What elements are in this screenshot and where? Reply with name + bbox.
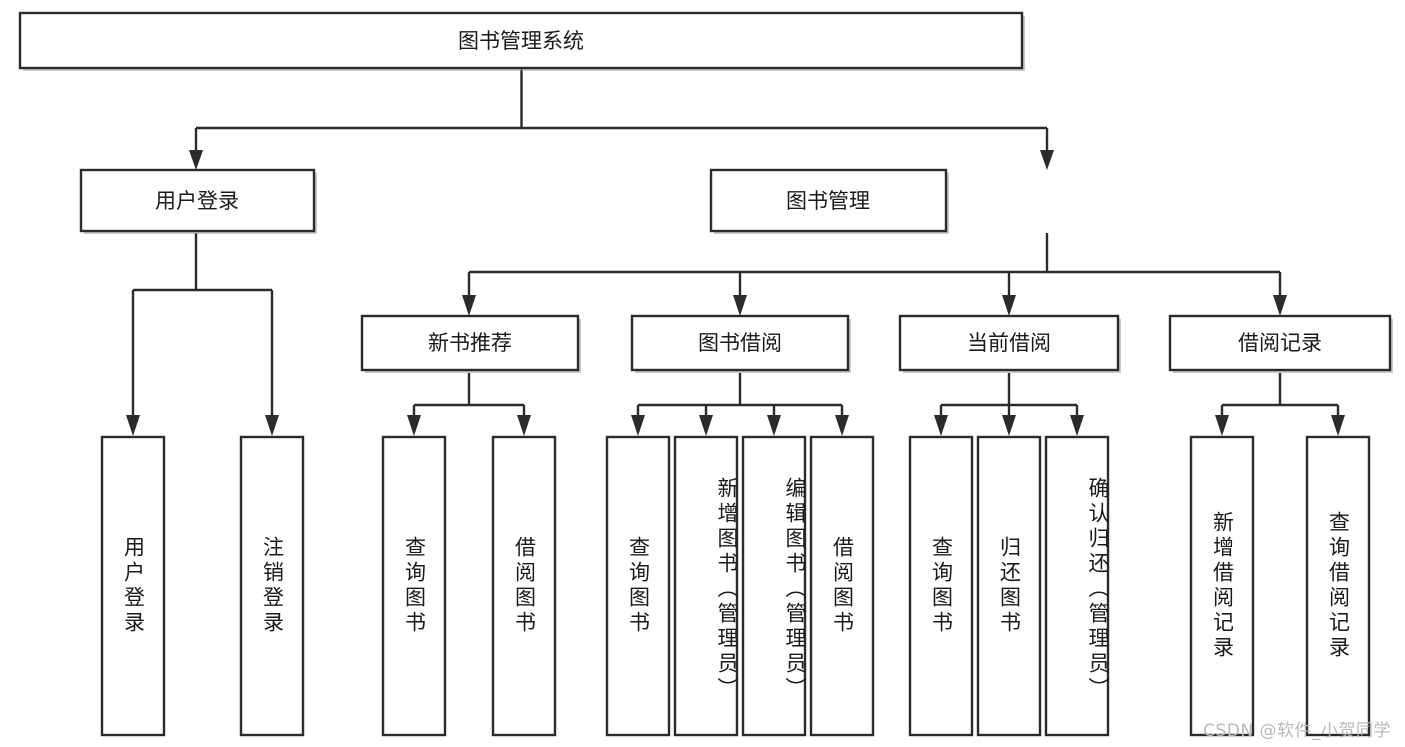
arrow-new-book-rec — [462, 295, 476, 316]
current-borrow-box[interactable] — [898, 314, 1120, 372]
leaf-borrow-lend-box[interactable] — [809, 435, 875, 737]
arrow-leaf-rec-borrow — [517, 415, 531, 436]
node-book-manage[interactable]: 图书管理 — [709, 168, 949, 234]
connectors-root-to-level2 — [189, 69, 1054, 170]
leaf-cur-query-box[interactable] — [908, 435, 974, 737]
root-label: 图书管理系统 — [458, 29, 584, 53]
arrow-leaf-user-login — [126, 415, 140, 436]
borrow-record-label: 借阅记录 — [1238, 331, 1322, 355]
arrow-book-manage — [1040, 150, 1054, 170]
arrow-book-borrow — [733, 295, 747, 316]
leaf-cur-confirm-box[interactable] — [1044, 435, 1110, 737]
new-book-rec-label: 新书推荐 — [428, 331, 512, 355]
arrow-leaf-rec-query — [407, 415, 421, 436]
arrow-leaf-borrow-edit — [767, 415, 781, 436]
arrow-leaf-borrow-add — [699, 415, 713, 436]
node-user-login[interactable]: 用户登录 — [79, 168, 317, 234]
leaf-borrow-add-box[interactable] — [673, 435, 739, 737]
arrow-borrow-record — [1273, 295, 1287, 316]
connectors-user-login-to-leaves — [126, 233, 279, 436]
node-root[interactable]: 图书管理系统 — [18, 11, 1025, 71]
node-borrow-record[interactable]: 借阅记录 — [1168, 314, 1393, 373]
current-borrow-label: 当前借阅 — [967, 331, 1051, 355]
borrow-record-box[interactable] — [1168, 314, 1392, 372]
arrow-leaf-borrow-lend — [835, 415, 849, 436]
connectors-borrowrecord-to-leaves — [1215, 373, 1345, 436]
arrow-current-borrow — [1002, 295, 1016, 316]
arrow-leaf-cur-return — [1002, 415, 1016, 436]
connectors-newbook-to-leaves — [407, 373, 531, 436]
arrow-user-login — [189, 150, 203, 170]
leaf-rec-add-box[interactable] — [1189, 435, 1255, 737]
arrow-leaf-rec-query2 — [1331, 415, 1345, 436]
arrow-leaf-cur-confirm — [1070, 415, 1084, 436]
book-borrow-box[interactable] — [630, 314, 850, 372]
node-book-borrow[interactable]: 图书借阅 — [630, 314, 851, 373]
leaf-rec-query-box[interactable] — [381, 435, 447, 737]
book-manage-box[interactable] — [709, 168, 948, 233]
arrow-leaf-user-logout — [265, 415, 279, 436]
leaf-boxes — [100, 435, 1371, 737]
root-box[interactable] — [18, 11, 1024, 70]
leaf-rec-query2-box[interactable] — [1305, 435, 1371, 737]
leaf-user-login-box[interactable] — [100, 435, 166, 737]
arrow-leaf-rec-add — [1215, 415, 1229, 436]
arrow-leaf-cur-query — [934, 415, 948, 436]
leaf-borrow-query-box[interactable] — [605, 435, 671, 737]
arrow-leaf-borrow-query — [631, 415, 645, 436]
book-borrow-label: 图书借阅 — [698, 331, 782, 355]
connectors-book-manage-to-level3 — [462, 233, 1287, 316]
connectors-bookborrow-to-leaves — [631, 373, 849, 436]
node-new-book-rec[interactable]: 新书推荐 — [360, 314, 581, 373]
node-current-borrow[interactable]: 当前借阅 — [898, 314, 1121, 373]
leaf-user-logout-box[interactable] — [239, 435, 305, 737]
leaf-rec-borrow-box[interactable] — [491, 435, 557, 737]
leaf-borrow-edit-box[interactable] — [741, 435, 807, 737]
leaf-cur-return-box[interactable] — [976, 435, 1042, 737]
csdn-watermark: CSDN @软件_小贺同学 — [1203, 721, 1391, 741]
user-login-label: 用户登录 — [155, 189, 239, 213]
user-login-box[interactable] — [79, 168, 316, 233]
connectors-currentborrow-to-leaves — [934, 373, 1084, 436]
new-book-rec-box[interactable] — [360, 314, 580, 372]
book-manage-label: 图书管理 — [786, 189, 870, 213]
